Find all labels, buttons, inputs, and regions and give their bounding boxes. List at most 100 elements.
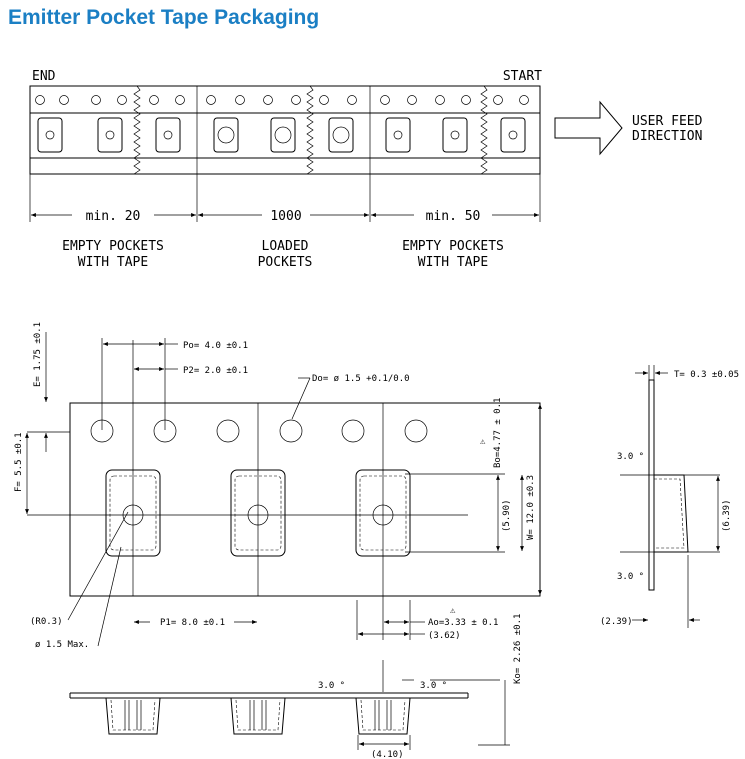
- dim-angle-bottom: 3.0 °: [617, 572, 644, 582]
- sprocket-hole-icon: [59, 95, 69, 105]
- empty-pocket-hole-icon: [393, 130, 403, 140]
- pocket-icon: [500, 117, 526, 153]
- pocket-icon: [155, 117, 181, 153]
- sprocket-hole-icon: [461, 95, 471, 105]
- section-pocket-inner: [110, 699, 156, 731]
- feed-direction-line2: DIRECTION: [632, 129, 702, 144]
- loaded-component-icon: [274, 126, 292, 144]
- empty-pocket-hole-icon: [163, 130, 173, 140]
- loaded-component-icon: [217, 126, 235, 144]
- tape-pockets: [37, 117, 526, 153]
- ao-note-symbol: ⚠: [450, 606, 456, 616]
- dim-radius: (R0.3): [30, 617, 63, 627]
- section-empty-end-line1: EMPTY POCKETS: [62, 239, 164, 254]
- detail-pockets: [105, 469, 411, 557]
- dim-t: T= 0.3 ±0.05: [674, 370, 739, 380]
- empty-pocket-hole-icon: [45, 130, 55, 140]
- sprocket-hole-icon: [206, 95, 216, 105]
- section-pocket: [355, 697, 411, 735]
- section-pocket: [230, 697, 286, 735]
- pocket-icon: [97, 117, 123, 153]
- dim-w: W= 12.0 ±0.3: [526, 475, 536, 540]
- pocket-icon: [385, 117, 411, 153]
- detail-pocket-inner: [359, 475, 407, 551]
- dim-do: Do= ø 1.5 +0.1/0.0: [312, 374, 410, 384]
- sprocket-hole-icon: [519, 95, 529, 105]
- sprocket-hole-icon: [149, 95, 159, 105]
- detail-pocket-inner: [109, 475, 157, 551]
- dim-inner-height: (5.90): [502, 499, 512, 532]
- break-mark: [306, 85, 314, 175]
- detail-pocket-outer: [230, 469, 286, 557]
- section-empty-end-line2: WITH TAPE: [78, 255, 148, 270]
- cross-section: [69, 660, 510, 750]
- start-label: START: [503, 69, 542, 84]
- detail-pocket-outer: [105, 469, 161, 557]
- pocket-icon: [213, 117, 239, 153]
- empty-pocket-hole-icon: [508, 130, 518, 140]
- pocket-icon: [270, 117, 296, 153]
- dim-empty-start: min. 50: [426, 209, 481, 224]
- section-loaded-line2: POCKETS: [258, 255, 313, 270]
- detail-sprocket-hole-icon: [404, 419, 428, 443]
- sprocket-hole-icon: [117, 95, 127, 105]
- detail-pocket-outer: [355, 469, 411, 557]
- dim-ao: Ao=3.33 ± 0.1: [428, 618, 498, 628]
- detail-sprocket-holes: [90, 419, 428, 443]
- sprocket-hole-icon: [235, 95, 245, 105]
- dim-angle-left: 3.0 °: [318, 681, 345, 691]
- section-empty-start-line1: EMPTY POCKETS: [402, 239, 504, 254]
- dim-outer-width: (3.62): [428, 631, 461, 641]
- dim-side-height: (6.39): [722, 499, 732, 532]
- dim-f: F= 5.5 ±0.1: [14, 432, 24, 492]
- dim-angle-right: 3.0 °: [420, 681, 447, 691]
- section-dimension-lines: [29, 174, 541, 222]
- page-title: Emitter Pocket Tape Packaging: [8, 6, 320, 29]
- detail-sprocket-hole-icon: [341, 419, 365, 443]
- feed-direction-line1: USER FEED: [632, 114, 703, 129]
- section-pocket-inner: [235, 699, 281, 731]
- section-empty-start-line2: WITH TAPE: [418, 255, 488, 270]
- empty-pocket-hole-icon: [105, 130, 115, 140]
- end-label: END: [32, 69, 56, 84]
- sprocket-hole-icon: [175, 95, 185, 105]
- sprocket-hole-icon: [263, 95, 273, 105]
- pocket-hole-icon: [372, 504, 394, 526]
- detail-sprocket-hole-icon: [216, 419, 240, 443]
- section-pocket-inner: [360, 699, 406, 731]
- break-mark: [480, 85, 488, 175]
- sprocket-holes: [35, 95, 529, 105]
- detail-sprocket-hole-icon: [279, 419, 303, 443]
- tape-break-marks: [133, 85, 488, 175]
- pocket-icon: [328, 117, 354, 153]
- feed-direction-arrow-icon: [554, 100, 623, 156]
- section-pocket: [105, 697, 161, 735]
- section-pockets: [105, 697, 411, 735]
- dim-loaded: 1000: [270, 209, 301, 224]
- section-loaded-line1: LOADED: [262, 239, 309, 254]
- detail-tape: [27, 340, 541, 640]
- dim-bo: Bo=4.77 ± 0.1: [493, 398, 503, 468]
- sprocket-hole-icon: [493, 95, 503, 105]
- dim-e: E= 1.75 ±0.1: [33, 322, 43, 387]
- tape-strip: [29, 85, 541, 175]
- dim-ko: Ko= 2.26 ±0.1: [513, 614, 523, 684]
- dim-po: Po= 4.0 ±0.1: [183, 341, 248, 351]
- pocket-icon: [442, 117, 468, 153]
- dim-hole: ø 1.5 Max.: [35, 640, 89, 650]
- pocket-hole-icon: [122, 504, 144, 526]
- pocket-hole-icon: [247, 504, 269, 526]
- dim-empty-end: min. 20: [86, 209, 141, 224]
- empty-pocket-hole-icon: [450, 130, 460, 140]
- break-mark: [133, 85, 141, 175]
- side-view: [620, 365, 720, 628]
- detail-pocket-inner: [234, 475, 282, 551]
- bo-note-symbol: ⚠: [480, 437, 486, 447]
- sprocket-hole-icon: [407, 95, 417, 105]
- sprocket-hole-icon: [347, 95, 357, 105]
- dim-p2: P2= 2.0 ±0.1: [183, 366, 248, 376]
- sprocket-hole-icon: [319, 95, 329, 105]
- dim-p1: P1= 8.0 ±0.1: [160, 618, 225, 628]
- sprocket-hole-icon: [380, 95, 390, 105]
